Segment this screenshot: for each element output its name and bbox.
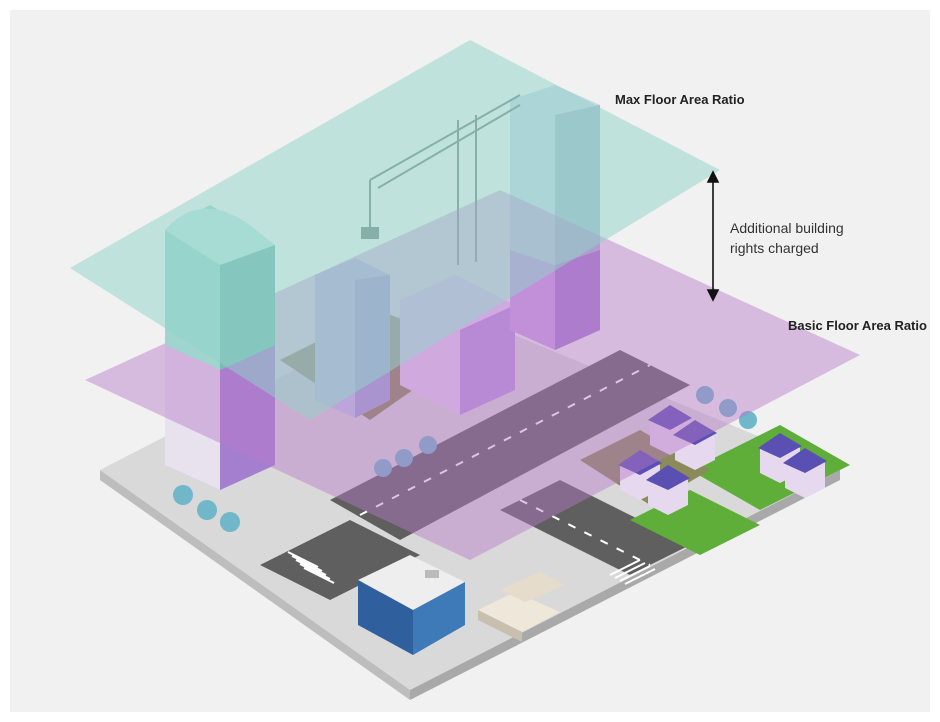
house bbox=[783, 448, 827, 498]
additional-rights-label: Additional building rights charged bbox=[730, 218, 844, 258]
tree bbox=[719, 399, 737, 417]
main-road bbox=[330, 350, 690, 540]
tree bbox=[374, 459, 392, 477]
additional-rights-arrow bbox=[706, 170, 720, 302]
max-far-plane bbox=[70, 40, 720, 420]
houses bbox=[618, 405, 827, 515]
additional-rights-line-2: rights charged bbox=[730, 240, 819, 256]
tree bbox=[197, 500, 217, 520]
crosswalk-left bbox=[287, 551, 335, 584]
basic-far-label: Basic Floor Area Ratio bbox=[788, 318, 927, 333]
glass-office bbox=[358, 555, 465, 655]
house bbox=[673, 420, 717, 470]
tree bbox=[739, 411, 757, 429]
tree bbox=[395, 449, 413, 467]
small-building bbox=[478, 572, 565, 642]
max-far-label: Max Floor Area Ratio bbox=[615, 92, 745, 107]
house bbox=[646, 465, 690, 515]
crosswalk-right bbox=[609, 559, 656, 585]
tree bbox=[696, 386, 714, 404]
cross-road-right bbox=[500, 480, 690, 575]
tree bbox=[173, 485, 193, 505]
basic-far-plane bbox=[85, 190, 860, 560]
tree bbox=[419, 436, 437, 454]
trees bbox=[173, 386, 757, 532]
additional-rights-line-1: Additional building bbox=[730, 220, 844, 236]
cross-road-left bbox=[260, 520, 420, 600]
tree bbox=[220, 512, 240, 532]
road-network bbox=[260, 350, 690, 600]
